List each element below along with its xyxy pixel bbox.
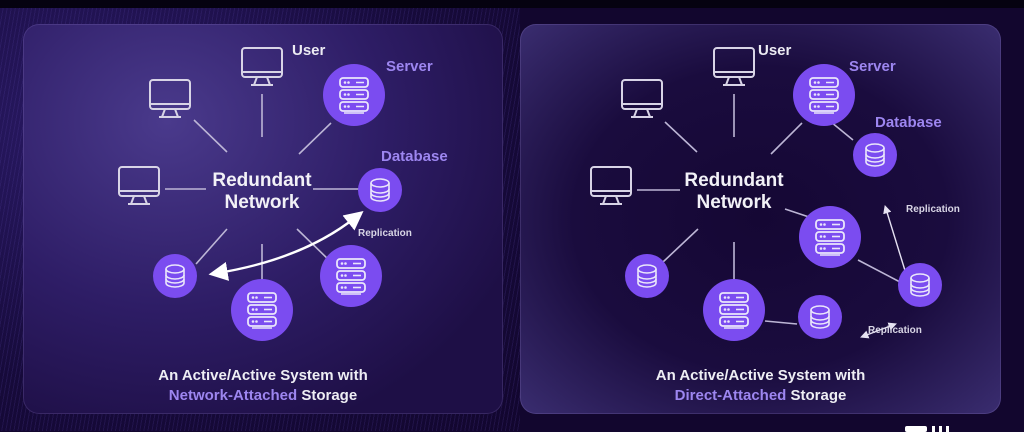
direct-attached-storage-panel: User Server Database Replication Replica… — [520, 24, 1001, 414]
server-node-middle — [799, 206, 861, 268]
link-server-db-right — [857, 259, 901, 283]
link-db-lower-left — [662, 228, 699, 263]
caption-accent: Network-Attached — [168, 387, 298, 404]
monitor-icon — [118, 166, 160, 205]
replication-label: Replication — [358, 228, 412, 239]
caption-line-2: Network-Attached Storage — [23, 386, 503, 406]
server-node-bottom — [231, 279, 293, 341]
database-node-left — [153, 254, 197, 298]
database-node-right — [898, 263, 942, 307]
database-node-bottom — [798, 295, 842, 339]
server-node-right — [320, 245, 382, 307]
monitor-icon — [621, 79, 663, 118]
database-node-left — [625, 254, 669, 298]
caption-line-1: An Active/Active System with — [655, 367, 866, 384]
link-user-top-left — [664, 121, 698, 153]
server-node-bottom — [703, 279, 765, 341]
user-label: User — [758, 42, 792, 59]
link-server-middle — [784, 208, 810, 218]
caption-accent: Direct-Attached — [674, 387, 787, 404]
title-line-1: Redundant — [212, 170, 312, 191]
title-line-2: Network — [224, 192, 300, 213]
right-diagram — [590, 47, 942, 341]
replication-arrow — [208, 211, 364, 281]
brand-logo-icon — [905, 426, 949, 432]
link-server — [298, 122, 332, 155]
server-node-top — [793, 64, 855, 126]
left-diagram — [118, 47, 402, 341]
server-label: Server — [386, 58, 433, 75]
caption: An Active/Active System with Network-Att… — [23, 366, 503, 406]
server-label: Server — [849, 58, 896, 75]
replication-arrows — [860, 204, 910, 339]
replication-label-1: Replication — [906, 204, 960, 215]
monitor-icon — [149, 79, 191, 118]
monitor-icon — [590, 166, 632, 205]
monitor-icon — [241, 47, 283, 86]
caption-rest: Storage — [790, 387, 847, 404]
link-server-db-bottom — [764, 320, 798, 325]
link-server-lower-right — [296, 228, 332, 263]
title-line-1: Redundant — [684, 170, 784, 191]
link-user-top-left — [193, 119, 228, 153]
top-strip — [0, 0, 1024, 8]
link-server — [770, 122, 803, 155]
link-db-lower-left — [195, 228, 228, 265]
title-line-2: Network — [696, 192, 772, 213]
user-label: User — [292, 42, 326, 59]
redundant-network-title: Redundant Network — [198, 170, 326, 214]
network-links — [637, 94, 901, 325]
caption: An Active/Active System with Direct-Atta… — [520, 366, 1001, 406]
link-server-db — [830, 121, 854, 141]
redundant-network-title: Redundant Network — [670, 170, 798, 214]
server-node-top — [323, 64, 385, 126]
database-label: Database — [875, 114, 942, 131]
replication-arrow-horizontal — [860, 322, 897, 339]
database-node-top — [853, 133, 897, 177]
caption-line-2: Direct-Attached Storage — [520, 386, 1001, 406]
caption-rest: Storage — [301, 387, 358, 404]
caption-line-1: An Active/Active System with — [158, 367, 368, 384]
database-node-right — [358, 168, 402, 212]
network-attached-storage-panel: User Server Database Replication Redunda… — [23, 24, 503, 414]
replication-arrow-vertical — [883, 204, 910, 282]
replication-label-2: Replication — [868, 325, 922, 336]
monitor-icon — [713, 47, 755, 86]
database-label: Database — [381, 148, 448, 165]
